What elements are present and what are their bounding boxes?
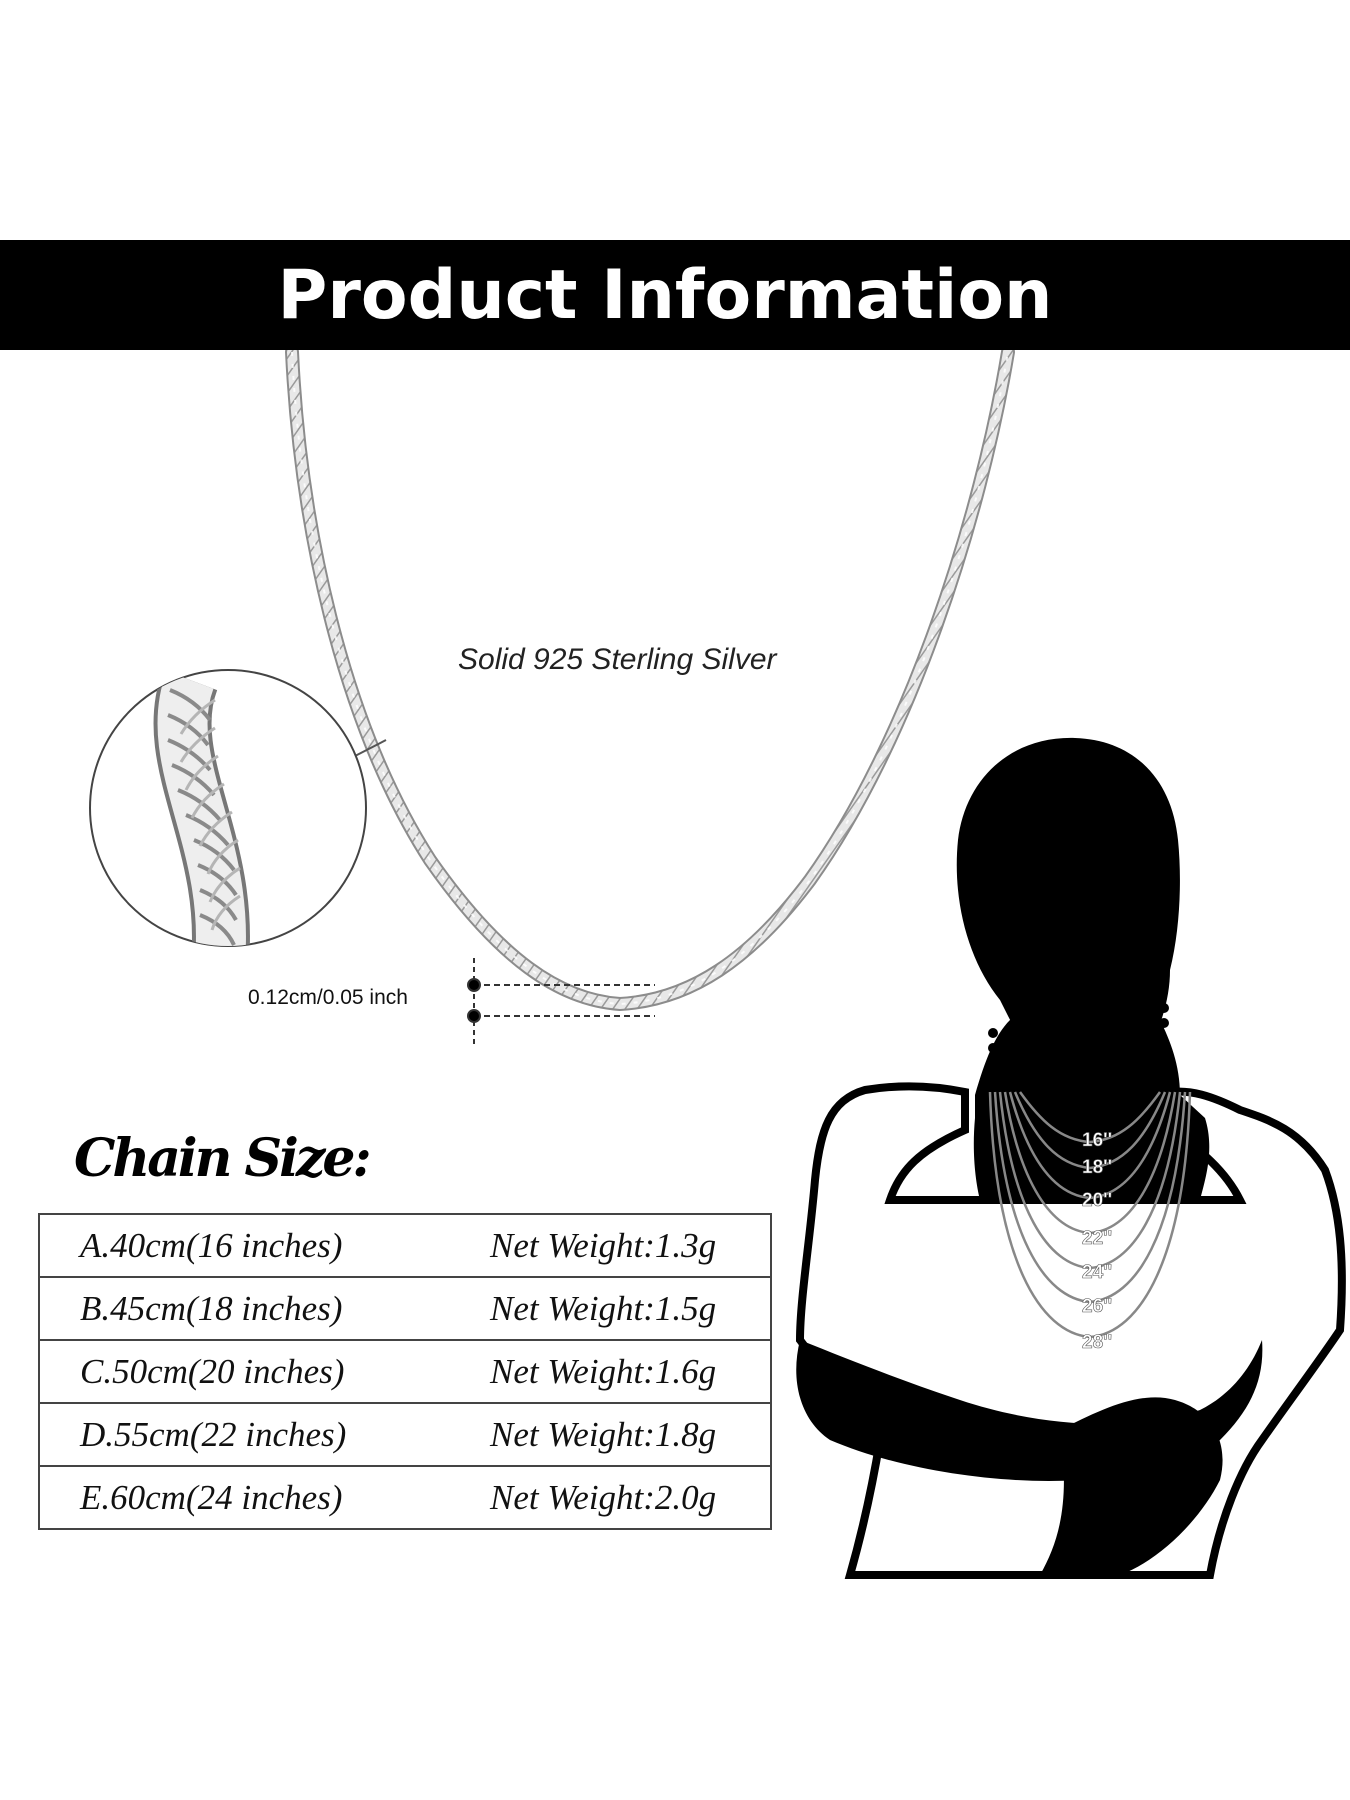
- weight-cell: Net Weight:1.3g: [460, 1213, 772, 1278]
- weight-cell: Net Weight:1.5g: [460, 1276, 772, 1341]
- banner-title: Product Information: [277, 255, 1053, 335]
- weight-cell: Net Weight:1.6g: [460, 1339, 772, 1404]
- table-row: A.40cm(16 inches) Net Weight:1.3g: [38, 1213, 772, 1278]
- length-cell: D.55cm(22 inches): [38, 1402, 460, 1467]
- chain-size-heading: Chain Size:: [74, 1128, 372, 1189]
- thickness-label: 0.12cm/0.05 inch: [248, 986, 408, 1009]
- model-silhouette: [795, 737, 1346, 1579]
- table-row: D.55cm(22 inches) Net Weight:1.8g: [38, 1402, 772, 1467]
- table-row: E.60cm(24 inches) Net Weight:2.0g: [38, 1465, 772, 1530]
- chain-size-table: A.40cm(16 inches) Net Weight:1.3g B.45cm…: [38, 1213, 772, 1530]
- length-cell: C.50cm(20 inches): [38, 1339, 460, 1404]
- weight-cell: Net Weight:1.8g: [460, 1402, 772, 1467]
- table-row: B.45cm(18 inches) Net Weight:1.5g: [38, 1276, 772, 1341]
- thickness-marker: [467, 958, 655, 1044]
- weight-cell: Net Weight:2.0g: [460, 1465, 772, 1530]
- table-row: C.50cm(20 inches) Net Weight:1.6g: [38, 1339, 772, 1404]
- necklace-chain-image: [285, 345, 1015, 1012]
- length-cell: E.60cm(24 inches): [38, 1465, 460, 1530]
- banner: Product Information: [0, 240, 1350, 350]
- magnified-chain-detail: [89, 669, 387, 947]
- length-cell: B.45cm(18 inches): [38, 1276, 460, 1341]
- length-cell: A.40cm(16 inches): [38, 1213, 460, 1278]
- material-label: Solid 925 Sterling Silver: [458, 643, 777, 676]
